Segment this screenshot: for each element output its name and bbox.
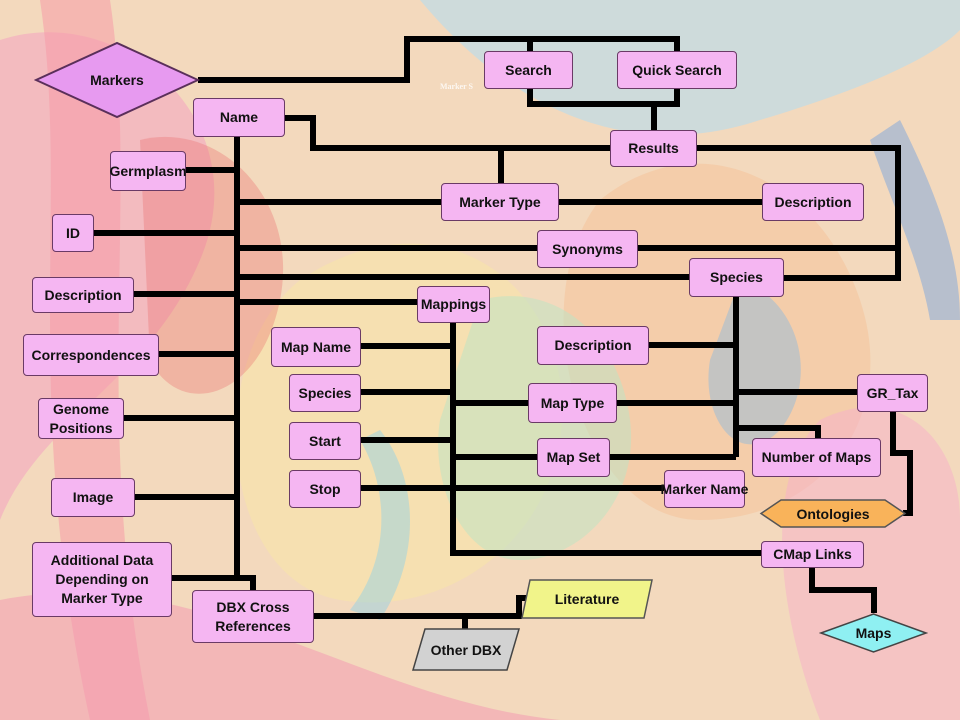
genome-positions-node[interactable]: Genome Positions bbox=[38, 398, 124, 439]
name-label: Name bbox=[219, 109, 259, 125]
description-right-node[interactable]: Description bbox=[762, 183, 864, 221]
literature-label: Literature bbox=[554, 591, 620, 607]
number-of-maps-node[interactable]: Number of Maps bbox=[752, 438, 881, 477]
search-label: Search bbox=[505, 61, 552, 78]
marker-type-node[interactable]: Marker Type bbox=[441, 183, 559, 221]
map-type-node[interactable]: Map Type bbox=[528, 383, 617, 423]
connector-results-right bbox=[696, 145, 901, 281]
search-node[interactable]: Search bbox=[484, 51, 573, 89]
id-label: ID bbox=[66, 224, 80, 241]
description-left-label: Description bbox=[44, 286, 122, 303]
connector-gr-tax-ontologies bbox=[890, 411, 913, 516]
connector-cmap-maps bbox=[809, 567, 877, 613]
other-dbx-parallelogram[interactable]: Other DBX bbox=[411, 627, 521, 672]
maps-label: Maps bbox=[855, 625, 892, 641]
germplasm-label: Germplasm bbox=[109, 162, 187, 179]
gr-tax-label: GR_Tax bbox=[866, 384, 919, 401]
start-node[interactable]: Start bbox=[289, 422, 361, 460]
name-node[interactable]: Name bbox=[193, 98, 285, 137]
additional-data-label: Additional Data Depending on Marker Type bbox=[50, 552, 154, 606]
mappings-spine bbox=[450, 322, 762, 556]
map-set-label: Map Set bbox=[546, 449, 601, 465]
marker-type-label: Marker Type bbox=[459, 193, 541, 210]
connector-markers-search bbox=[198, 36, 533, 83]
id-node[interactable]: ID bbox=[52, 214, 94, 252]
stop-label: Stop bbox=[309, 480, 341, 497]
marker-name-node[interactable]: Marker Name bbox=[661, 470, 748, 508]
image-node[interactable]: Image bbox=[51, 478, 135, 517]
ontologies-label: Ontologies bbox=[796, 505, 870, 522]
map-name-node[interactable]: Map Name bbox=[271, 327, 361, 367]
gr-tax-node[interactable]: GR_Tax bbox=[857, 374, 928, 412]
ontologies-hexagon[interactable]: Ontologies bbox=[759, 498, 907, 529]
connector-search-results bbox=[527, 88, 680, 107]
quick-search-label: Quick Search bbox=[632, 61, 722, 78]
description-mid-label: Description bbox=[554, 337, 632, 353]
description-right-label: Description bbox=[774, 193, 852, 210]
markers-label: Markers bbox=[90, 72, 144, 88]
species-top-node[interactable]: Species bbox=[689, 258, 784, 297]
connector-additional-data bbox=[171, 575, 256, 592]
image-label: Image bbox=[72, 489, 114, 505]
connector-name-results bbox=[284, 115, 612, 151]
literature-parallelogram[interactable]: Literature bbox=[520, 578, 654, 620]
other-dbx-label: Other DBX bbox=[430, 641, 502, 658]
mappings-node[interactable]: Mappings bbox=[417, 286, 490, 323]
quick-search-node[interactable]: Quick Search bbox=[617, 51, 737, 89]
germplasm-node[interactable]: Germplasm bbox=[109, 151, 187, 191]
number-of-maps-label: Number of Maps bbox=[761, 449, 872, 465]
watermark-text: Marker S bbox=[440, 82, 473, 91]
maps-diamond[interactable]: Maps bbox=[819, 612, 928, 654]
map-set-node[interactable]: Map Set bbox=[537, 438, 610, 477]
dbx-cross-references-label: DBX Cross References bbox=[215, 598, 291, 634]
species-map-label: Species bbox=[298, 384, 352, 401]
connector-search-quicksearch bbox=[530, 36, 680, 52]
correspondences-node[interactable]: Correspondences bbox=[23, 334, 159, 376]
map-name-label: Map Name bbox=[280, 338, 352, 355]
description-left-node[interactable]: Description bbox=[32, 277, 134, 313]
connector-number-of-maps bbox=[736, 425, 821, 440]
description-mid-node[interactable]: Description bbox=[537, 326, 649, 365]
marker-name-label: Marker Name bbox=[660, 480, 749, 497]
cmap-links-node[interactable]: CMap Links bbox=[761, 541, 864, 568]
start-label: Start bbox=[309, 432, 341, 449]
markers-diamond[interactable]: Markers bbox=[34, 41, 200, 119]
species-map-node[interactable]: Species bbox=[289, 374, 361, 412]
additional-data-node[interactable]: Additional Data Depending on Marker Type bbox=[32, 542, 172, 617]
synonyms-node[interactable]: Synonyms bbox=[537, 230, 638, 268]
genome-positions-label: Genome Positions bbox=[49, 400, 113, 436]
correspondences-label: Correspondences bbox=[31, 346, 151, 363]
cmap-links-label: CMap Links bbox=[773, 546, 852, 562]
stop-node[interactable]: Stop bbox=[289, 470, 361, 508]
results-label: Results bbox=[628, 140, 679, 156]
mappings-label: Mappings bbox=[420, 296, 487, 312]
synonyms-label: Synonyms bbox=[552, 240, 623, 257]
dbx-cross-references-node[interactable]: DBX Cross References bbox=[192, 590, 314, 643]
species-top-label: Species bbox=[710, 269, 763, 285]
results-node[interactable]: Results bbox=[610, 130, 697, 167]
map-type-label: Map Type bbox=[540, 394, 605, 411]
